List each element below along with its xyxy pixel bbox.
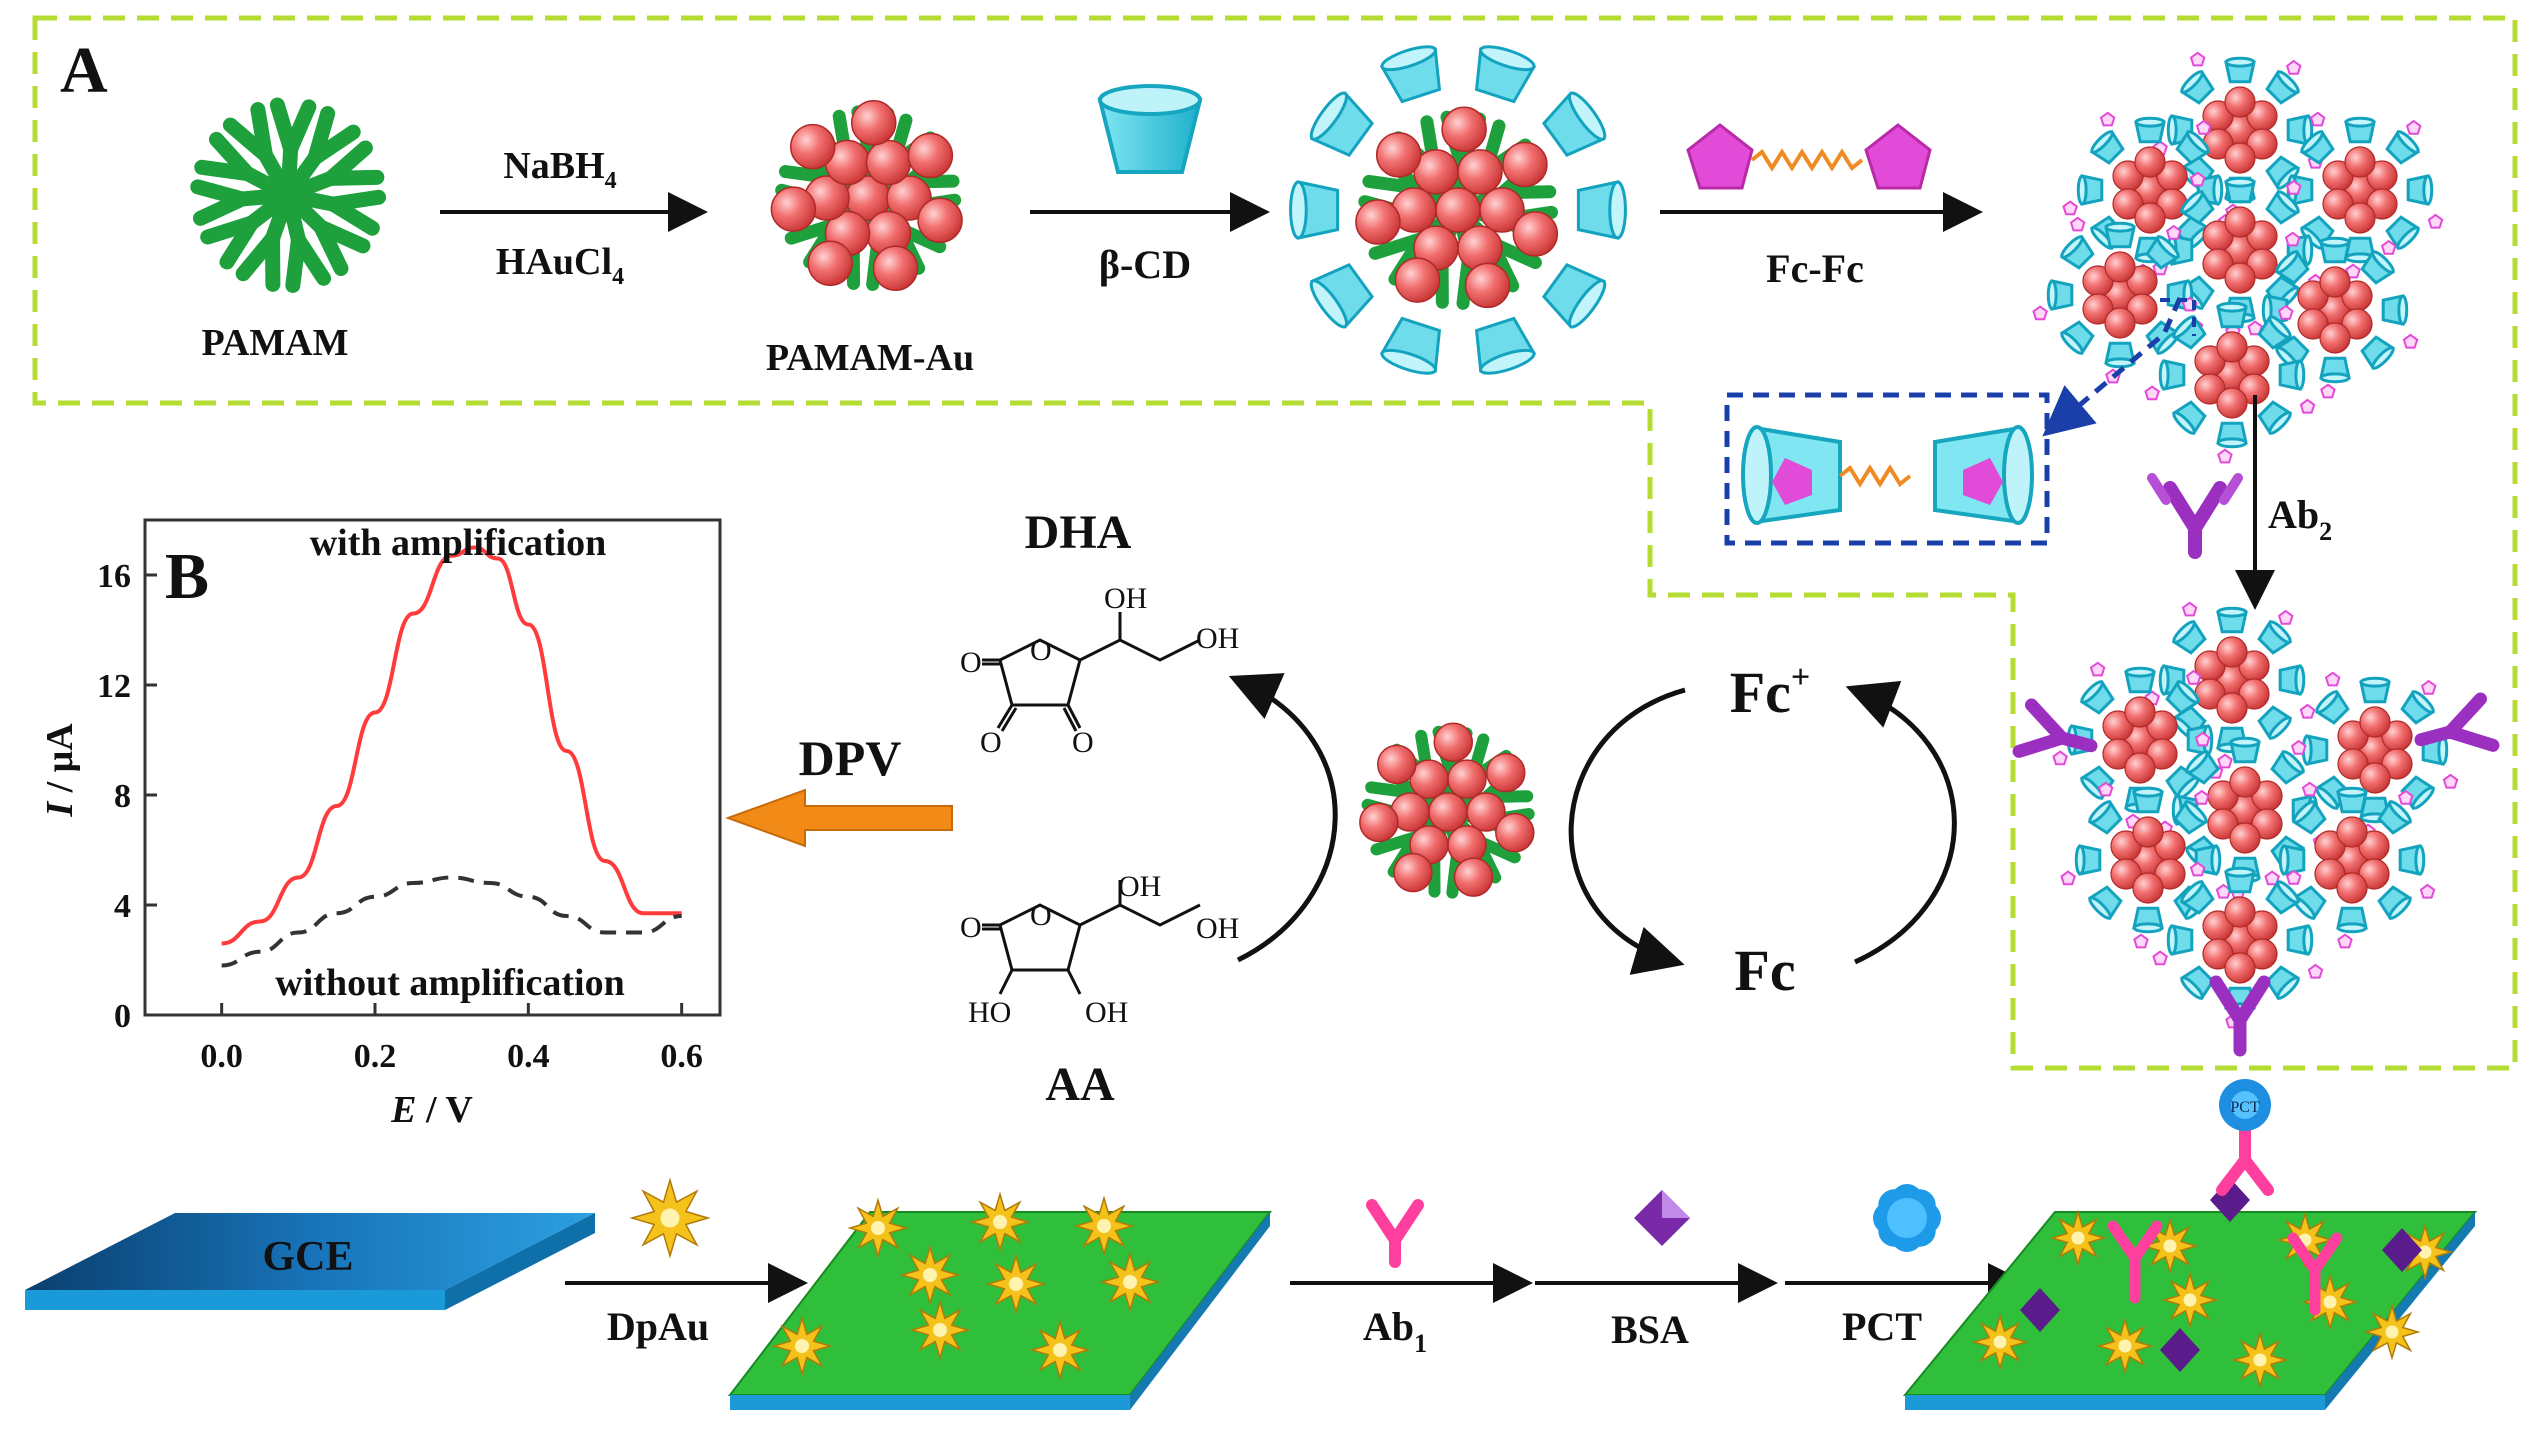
svg-text:O: O (960, 646, 982, 679)
gce-label: GCE (262, 1234, 353, 1280)
pct-label: PCT (1842, 1304, 1922, 1349)
x-tick-label: 0.4 (507, 1038, 550, 1075)
dha-label: DHA (1025, 506, 1132, 559)
svg-text:OH: OH (1118, 870, 1161, 903)
pct-core (1887, 1198, 1927, 1238)
chart-series (222, 548, 682, 966)
pamam-label: PAMAM (201, 322, 348, 364)
dpv-arrow (728, 790, 952, 846)
labeled-probe-icon (2019, 603, 2493, 1050)
pamam-au-cd-icon (1291, 42, 1626, 378)
y-tick-label: 4 (114, 888, 131, 925)
sensor-dpau-star (2099, 1320, 2151, 1372)
step1-bottom-label: HAuCl4 (496, 241, 624, 290)
cycle-arc-aa-to-dha (1238, 680, 1335, 960)
surface-dpau-star (988, 1256, 1044, 1312)
center-pamam-au-icon (1360, 723, 1534, 896)
ab2-antibody-icon (2152, 478, 2238, 552)
svg-text:OH: OH (1196, 912, 1239, 945)
y-tick-label: 8 (114, 778, 131, 815)
surface-dpau-star (912, 1302, 968, 1358)
pamam-dendrimer-icon (198, 105, 379, 285)
panel-a-letter: A (60, 34, 108, 107)
svg-text:OH: OH (1085, 996, 1128, 1029)
surface-dpau-star (902, 1247, 958, 1303)
svg-text:OH: OH (1104, 582, 1147, 615)
surface-dpau-star (774, 1318, 830, 1374)
svg-text:HO: HO (968, 996, 1011, 1029)
surface-dpau-star (850, 1200, 906, 1256)
pamam-au-icon (771, 101, 962, 290)
svg-text:O: O (1030, 634, 1052, 667)
surface-dpau-star (972, 1194, 1028, 1250)
aa-label: AA (1045, 1058, 1115, 1111)
aa-atoms: O O HO OH OH OH (960, 870, 1239, 1029)
nanocomposite-assembly-icon (2034, 53, 2443, 463)
y-tick-label: 0 (114, 998, 131, 1035)
fc-fc-linker-icon (1688, 125, 1930, 188)
fc-label: Fc (1734, 938, 1795, 1003)
bsa-diamond-icon (1634, 1190, 1690, 1246)
sensor-dpau-star (1974, 1316, 2026, 1368)
annotation-without-amplification: without amplification (275, 962, 624, 1004)
ab2-label: Ab2 (2268, 492, 2332, 546)
y-axis-label: I / μA (39, 723, 81, 818)
bsa-label: BSA (1611, 1307, 1689, 1352)
sandwich-link-icon (2219, 1079, 2271, 1190)
fc-plus-label: Fc+ (1730, 659, 1811, 725)
step2-label: β-CD (1099, 242, 1191, 287)
svg-text:O: O (980, 726, 1002, 759)
svg-text:O: O (1030, 899, 1052, 932)
dha-structure-icon (982, 612, 1200, 731)
step1-top-label: NaBH4 (503, 145, 616, 194)
surface-dpau-star (1032, 1322, 1088, 1378)
svg-text:O: O (1072, 726, 1094, 759)
sensor-dpau-star (2052, 1212, 2104, 1264)
beta-cd-cup-icon (1100, 86, 1200, 172)
y-tick-label: 16 (97, 558, 131, 595)
immunosensor-electrode-icon (1905, 1178, 2475, 1410)
cycle-arc-fcplus-to-fc (1571, 690, 1685, 962)
ab1-label: Ab1 (1363, 1304, 1427, 1358)
aa-structure-icon (982, 880, 1200, 994)
panel-b-letter: B (165, 540, 209, 613)
dpau-star (632, 1180, 708, 1256)
series-without-amplification (222, 878, 682, 966)
dpau-label: DpAu (607, 1304, 709, 1349)
dpv-chart: 0.0 0.2 0.4 0.6 0 4 8 12 16 B with amplification… (39, 520, 720, 1131)
sensor-dpau-star (2164, 1274, 2216, 1326)
cycle-arc-fc-to-fcplus (1855, 690, 1954, 962)
svg-text:OH: OH (1196, 622, 1239, 655)
surface-dpau-star (1102, 1254, 1158, 1310)
pamam-au-label: PAMAM-Au (766, 337, 974, 379)
dpau-star-icon (632, 1180, 708, 1256)
series-with-amplification (222, 548, 682, 944)
surface-dpau-star (1076, 1198, 1132, 1254)
y-tick-label: 12 (97, 668, 131, 705)
pct-antigen-icon (1873, 1184, 1941, 1252)
pct-tag: PCT (2230, 1099, 2260, 1116)
x-tick-label: 0.0 (200, 1038, 243, 1075)
sensor-dpau-star (2366, 1306, 2418, 1358)
step3-label: Fc-Fc (1766, 246, 1864, 291)
dpau-electrode-icon (730, 1194, 1270, 1410)
annotation-with-amplification: with amplification (310, 522, 607, 564)
x-tick-label: 0.6 (660, 1038, 703, 1075)
ab1-antibody-icon (1372, 1205, 1418, 1262)
svg-text:O: O (960, 911, 982, 944)
dpv-label: DPV (799, 730, 902, 786)
cd-fc-inclusion-icon (1743, 427, 2032, 523)
x-tick-label: 0.2 (354, 1038, 397, 1075)
x-axis-label: E / V (390, 1089, 473, 1131)
sensor-dpau-star (2234, 1334, 2286, 1386)
